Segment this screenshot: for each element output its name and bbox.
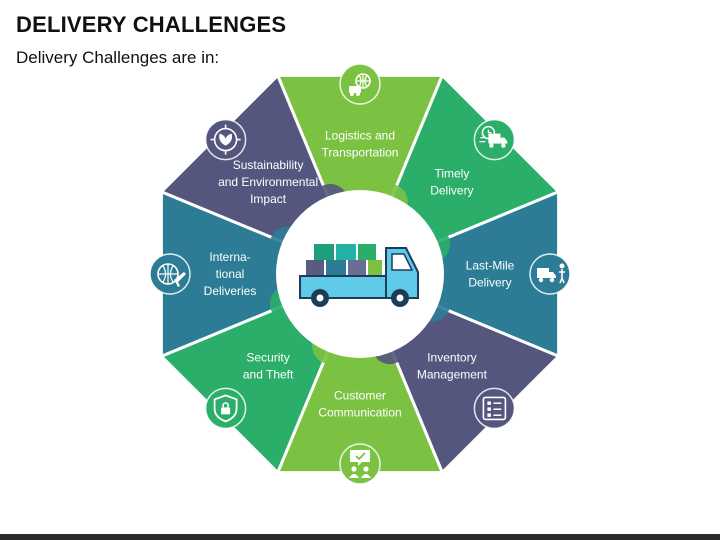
- segment-label-line: and Theft: [243, 367, 294, 381]
- eco-leaf-icon: [204, 118, 247, 161]
- segment-label-line: tional: [216, 267, 245, 281]
- segment-label-line: Delivery: [468, 276, 511, 290]
- segment-label-line: Logistics and: [325, 129, 395, 143]
- globe-airplane-icon: [149, 253, 191, 295]
- fast-delivery-truck-clock-icon: [473, 118, 516, 161]
- center-hub: [276, 190, 444, 358]
- page-subtitle: Delivery Challenges are in:: [16, 48, 220, 67]
- segment-label-line: Sustainability: [233, 158, 304, 172]
- segment-label-line: Inventory: [427, 350, 476, 364]
- security-shield-icon: [204, 387, 247, 430]
- inventory-checklist-icon: [473, 387, 516, 430]
- segment-label-line: Timely: [434, 167, 469, 181]
- segment-label-line: Last-Mile: [466, 259, 515, 273]
- segment-label-line: Deliveries: [204, 284, 257, 298]
- segment-label: Security and Theft: [243, 350, 294, 381]
- segment-label-line: Interna-: [209, 250, 250, 264]
- segment-label-line: Customer: [334, 389, 386, 403]
- customer-chat-icon: [339, 443, 381, 485]
- delivery-truck-boxes-icon: [299, 244, 419, 307]
- page-title: DELIVERY CHALLENGES: [16, 12, 287, 37]
- segment-label-line: Management: [417, 367, 488, 381]
- segment-label-line: Impact: [250, 192, 287, 206]
- segment-label-line: Security: [246, 350, 289, 364]
- segment-label-line: and Environmental: [218, 175, 318, 189]
- segment-label-line: Delivery: [430, 184, 473, 198]
- delivery-van-globe-icon: [339, 63, 381, 105]
- segment-label-line: Transportation: [322, 146, 399, 160]
- segment-label-line: Communication: [318, 406, 401, 420]
- bottom-bar: [0, 534, 720, 540]
- truck-to-person-icon: [529, 253, 571, 295]
